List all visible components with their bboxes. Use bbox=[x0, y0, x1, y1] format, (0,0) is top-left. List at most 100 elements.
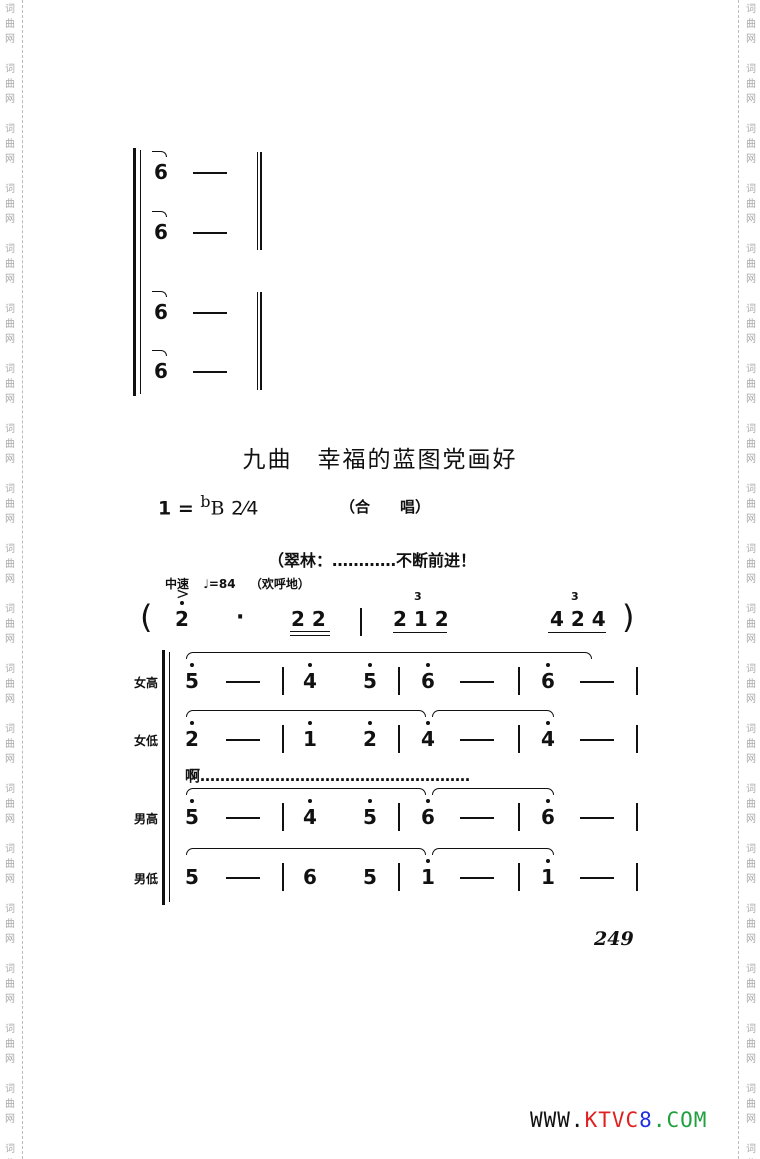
key-signature: 1 = bB 2⁄4 bbox=[158, 492, 259, 519]
triplet-2: 4 2 4 bbox=[550, 607, 606, 631]
lyric-line: 啊……………………………………………… bbox=[185, 767, 471, 785]
margin-line-right bbox=[738, 0, 739, 1159]
barline bbox=[282, 863, 284, 891]
watermark-text: 词曲网 bbox=[5, 1024, 15, 1065]
watermark-text: 词曲网 bbox=[5, 364, 15, 405]
watermark-text: 词曲网 bbox=[746, 304, 756, 345]
tempo-expression: （欢呼地） bbox=[249, 577, 310, 591]
note: 5 bbox=[362, 799, 378, 829]
dash bbox=[460, 681, 494, 683]
watermark-text: 词曲网 bbox=[746, 844, 756, 885]
dash bbox=[193, 371, 227, 373]
note: 5 bbox=[184, 663, 200, 693]
watermark-text: 词曲网 bbox=[5, 184, 15, 225]
time-signature: 2⁄4 bbox=[231, 497, 259, 520]
barline bbox=[398, 725, 400, 753]
watermark-text: 词曲网 bbox=[5, 124, 15, 165]
note: 6 bbox=[303, 865, 317, 889]
triplet-mark-2: 3 bbox=[571, 590, 579, 603]
watermark-text: 词曲网 bbox=[746, 964, 756, 1005]
note: 5 bbox=[185, 865, 199, 889]
barline bbox=[636, 725, 638, 753]
barline bbox=[282, 725, 284, 753]
note: 5 bbox=[363, 865, 377, 889]
note: 4 bbox=[540, 721, 556, 751]
intro-sixteenths: 2 2 bbox=[291, 607, 326, 631]
choir-bracket bbox=[162, 650, 165, 905]
beam bbox=[290, 631, 330, 636]
watermark-text: 词曲网 bbox=[5, 64, 15, 105]
dash bbox=[193, 172, 227, 174]
watermark-text: 词曲网 bbox=[746, 4, 756, 45]
song-title: 九曲 幸福的蓝图党画好 bbox=[242, 447, 518, 473]
slur bbox=[186, 652, 592, 659]
augmentation-dot: · bbox=[236, 605, 245, 630]
page-number: 249 bbox=[594, 928, 634, 950]
logo-eight: 8 bbox=[639, 1108, 653, 1132]
note: 6 bbox=[540, 799, 556, 829]
tie bbox=[152, 151, 167, 157]
dash bbox=[226, 681, 260, 683]
note: 2 bbox=[362, 721, 378, 751]
watermark-text: 词曲网 bbox=[5, 904, 15, 945]
watermark-text: 词曲网 bbox=[746, 664, 756, 705]
watermark-text: 词曲网 bbox=[746, 724, 756, 765]
barline bbox=[260, 152, 262, 250]
note: 5 bbox=[362, 663, 378, 693]
barline bbox=[257, 292, 258, 390]
dash bbox=[580, 739, 614, 741]
watermark-text: 词曲网 bbox=[746, 484, 756, 525]
barline bbox=[398, 667, 400, 695]
watermark-text: 词曲网 bbox=[746, 124, 756, 165]
tie bbox=[152, 291, 167, 297]
dash bbox=[460, 877, 494, 879]
part-label: 男低 bbox=[134, 872, 159, 886]
watermark-text: 词曲网 bbox=[5, 844, 15, 885]
accent-mark: > bbox=[176, 584, 190, 603]
watermark-text: 词曲网 bbox=[5, 304, 15, 345]
watermark-text: 词曲网 bbox=[5, 4, 15, 45]
triplet-mark-1: 3 bbox=[414, 590, 422, 603]
dash bbox=[580, 681, 614, 683]
watermark-text: 词曲网 bbox=[746, 364, 756, 405]
barline bbox=[518, 667, 520, 695]
note: 4 bbox=[302, 799, 318, 829]
slur bbox=[186, 710, 426, 717]
dash bbox=[580, 817, 614, 819]
note: 4 bbox=[420, 721, 436, 751]
dash bbox=[226, 739, 260, 741]
system-bracket bbox=[133, 148, 136, 396]
logo-ktv: KTV bbox=[584, 1108, 626, 1132]
watermark-text: 词曲网 bbox=[746, 544, 756, 585]
dash bbox=[193, 232, 227, 234]
key-eq: = bbox=[177, 497, 194, 520]
slur bbox=[432, 848, 554, 855]
note: 6 bbox=[154, 300, 168, 324]
performance-type: （合 唱） bbox=[340, 498, 431, 516]
tempo-note: ♩ bbox=[203, 577, 209, 591]
note: 1 bbox=[302, 721, 318, 751]
watermark-text: 词曲网 bbox=[746, 604, 756, 645]
watermark-text: 词曲网 bbox=[5, 1084, 15, 1125]
watermark-text: 词曲网 bbox=[5, 424, 15, 465]
dash bbox=[193, 312, 227, 314]
watermark-text: 词曲网 bbox=[5, 1144, 15, 1155]
watermark-text: 词曲网 bbox=[5, 784, 15, 825]
cue-text: （翠林：…………不断前进！ bbox=[268, 551, 477, 570]
barline bbox=[636, 667, 638, 695]
watermark-text: 词曲网 bbox=[5, 724, 15, 765]
key-one: 1 bbox=[158, 497, 172, 520]
barline bbox=[518, 803, 520, 831]
note: 6 bbox=[540, 663, 556, 693]
intro-note: 2 bbox=[174, 601, 190, 631]
paren-open: ( bbox=[140, 598, 153, 636]
barline bbox=[282, 803, 284, 831]
slur bbox=[186, 788, 426, 795]
tempo-bpm: =84 bbox=[208, 577, 236, 591]
tie bbox=[152, 350, 167, 356]
dash bbox=[580, 877, 614, 879]
watermark-text: 词曲网 bbox=[5, 484, 15, 525]
note: 6 bbox=[420, 799, 436, 829]
tempo-marking: 中速 ♩=84 （欢呼地） bbox=[165, 575, 310, 592]
